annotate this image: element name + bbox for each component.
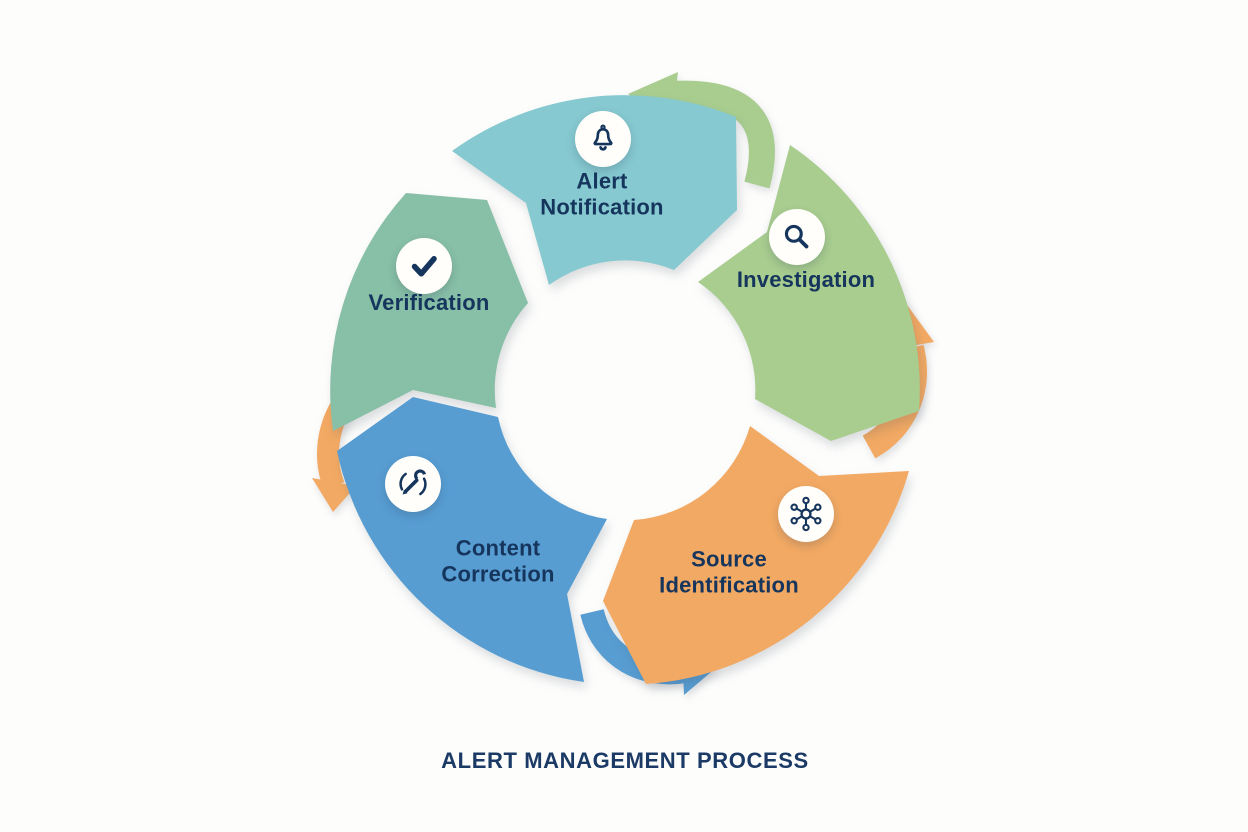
connector-arrow-left-head xyxy=(312,478,356,512)
stage-label-line: Notification xyxy=(540,194,664,219)
stage-label-line: Identification xyxy=(659,572,799,597)
segment-source-identification xyxy=(603,426,909,684)
source-identification-badge xyxy=(778,486,834,542)
wrench-pencil-icon xyxy=(399,469,427,496)
verification-badge xyxy=(396,238,452,294)
stage-label-line: Correction xyxy=(441,561,555,586)
segment-alert-notification xyxy=(452,95,737,285)
network-hub-icon xyxy=(790,496,822,532)
magnifier-icon xyxy=(784,224,809,249)
content-correction-badge xyxy=(385,456,441,512)
stage-label-line: Verification xyxy=(368,290,490,316)
connector-arrow-top-curve xyxy=(671,80,775,189)
segment-investigation xyxy=(698,145,920,441)
stage-label-investigation: Investigation xyxy=(737,267,875,293)
stage-label-line: Alert xyxy=(576,168,628,194)
investigation-badge xyxy=(769,209,825,265)
checkmark-icon xyxy=(411,256,437,277)
stage-label-alert-notification: Alert Notification xyxy=(540,168,663,219)
stage-label-line: Source xyxy=(691,546,767,572)
alert-notification-badge xyxy=(575,111,631,167)
bell-icon xyxy=(593,124,613,151)
stage-label-line: Content xyxy=(455,535,541,561)
stage-label-line: Investigation xyxy=(736,267,876,293)
stage-label-source-identification: Source Identification xyxy=(659,546,799,597)
stage-label-content-correction: Content Correction xyxy=(441,535,554,586)
segment-verification xyxy=(330,193,528,431)
diagram-title: ALERT MANAGEMENT PROCESS xyxy=(441,748,809,773)
stage-label-verification: Verification xyxy=(369,290,490,316)
